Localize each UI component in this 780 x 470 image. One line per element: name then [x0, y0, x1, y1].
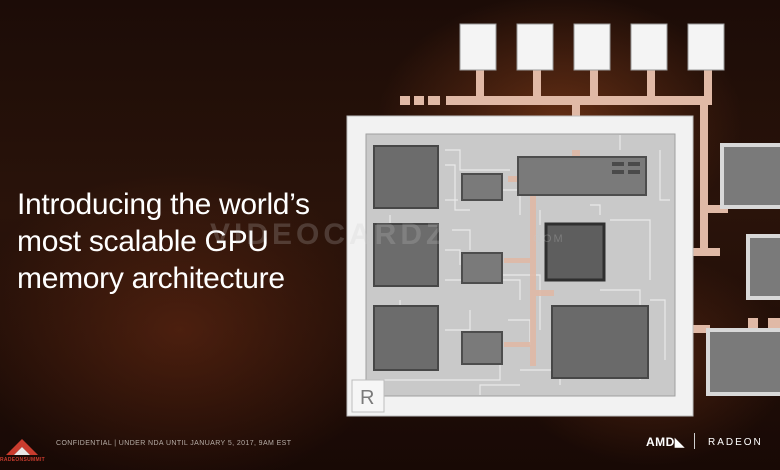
memory-block-3 [573, 23, 611, 71]
headline-line-2: most scalable GPU [17, 225, 269, 258]
memory-block-4 [630, 23, 668, 71]
hbcc-block [517, 156, 647, 196]
compute-block [551, 305, 649, 379]
headline-line-3: memory architecture [17, 262, 285, 295]
hbcc-slot-3 [612, 170, 624, 174]
cache-block-3 [373, 305, 439, 371]
memory-block-2 [516, 23, 554, 71]
memory-block-1 [459, 23, 497, 71]
controller-block-1 [461, 173, 503, 201]
slide-headline: Introducing the world’s most scalable GP… [17, 186, 347, 297]
core-block [544, 222, 606, 282]
side-block-middle [746, 234, 780, 300]
side-block-bottom [706, 328, 780, 396]
watermark-suffix: .COM [528, 233, 565, 245]
radeon-summit-logo-icon [6, 439, 38, 455]
controller-block-3 [461, 331, 503, 365]
controller-block-2 [461, 252, 503, 284]
side-block-top [720, 143, 780, 209]
footer-divider [694, 433, 695, 449]
chip-logo-letter: R [360, 387, 374, 409]
confidential-notice: CONFIDENTIAL | UNDER NDA UNTIL JANUARY 5… [56, 440, 292, 447]
headline-line-1: Introducing the world’s [17, 188, 310, 221]
hbcc-slot-2 [628, 162, 640, 166]
hbm-memory-row [459, 23, 725, 71]
memory-block-5 [687, 23, 725, 71]
radeon-logo: RADEON [708, 437, 763, 448]
die-blocks [373, 145, 649, 379]
hbcc-slot-1 [612, 162, 624, 166]
cache-block-2 [373, 223, 439, 287]
watermark-text: VIDEOCARDZ [210, 218, 449, 251]
hbcc-slot-4 [628, 170, 640, 174]
amd-logo: AMD◣ [646, 435, 685, 449]
cache-block-1 [373, 145, 439, 209]
event-name: RADEONSUMMIT [0, 457, 45, 463]
chip-logo-badge [351, 379, 385, 413]
side-memory-blocks [706, 143, 780, 396]
